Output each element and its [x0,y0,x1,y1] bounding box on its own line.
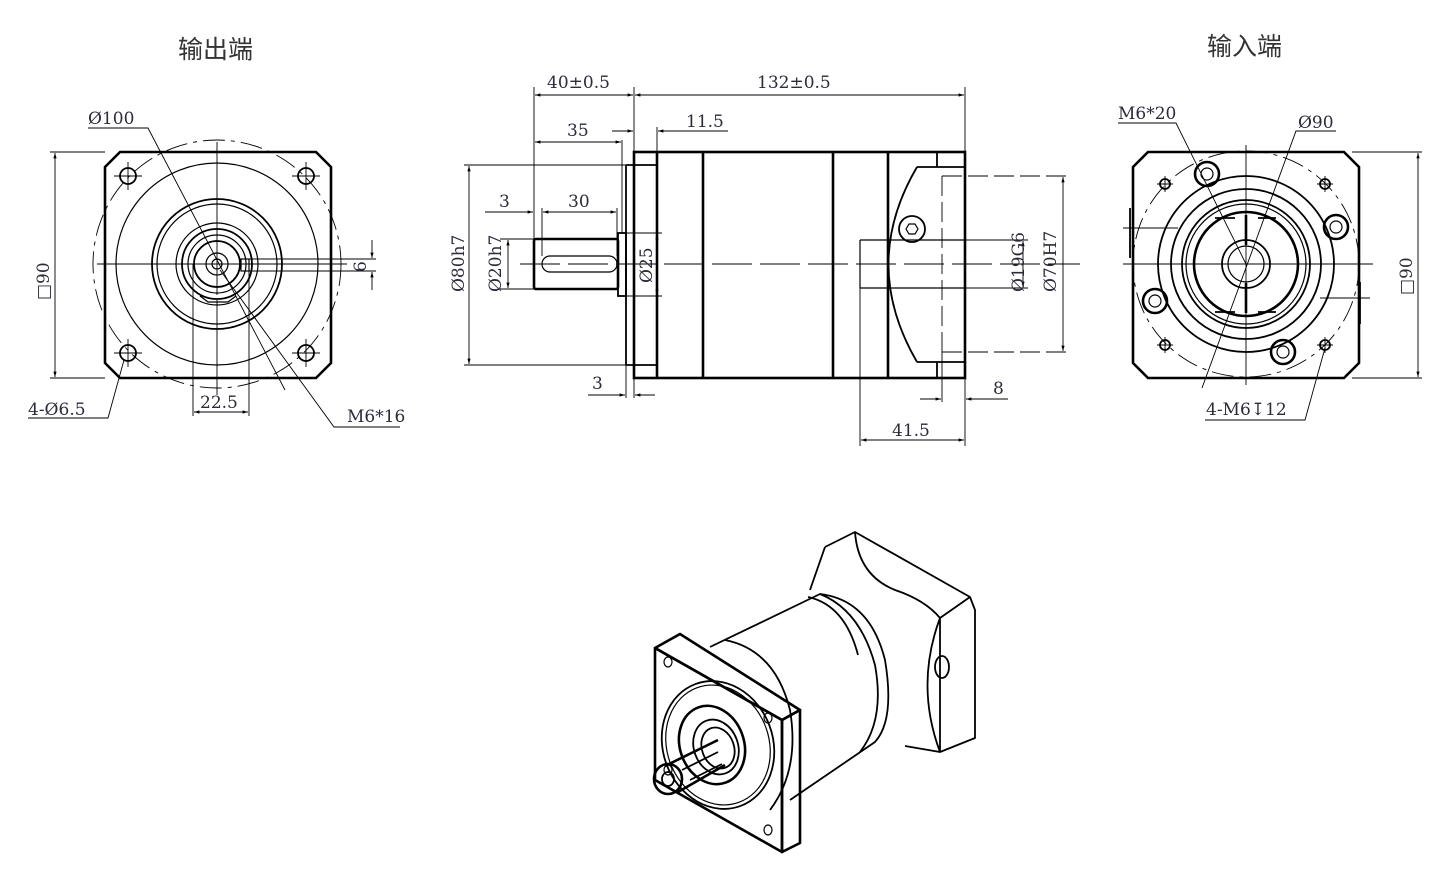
body-length-label: 132±0.5 [757,73,831,93]
output-square-label: □90 [34,262,54,300]
iso-output-flange [653,646,784,854]
key-span-label: 35 [567,121,589,141]
shaft-length-label: 40±0.5 [547,73,610,93]
tapped-holes-label: 4-M6↧12 [1206,400,1287,420]
title-input-end: 输入端 [1207,32,1282,61]
holes-label: 4-Ø6.5 [28,400,86,420]
pcd-label: Ø90 [1298,113,1334,133]
input-depth-label: 41.5 [892,421,930,441]
isometric-view [652,531,976,854]
input-square-label: □90 [1397,257,1417,295]
key-length-label: 30 [568,192,590,212]
output-flange-square [103,150,333,380]
flange-thickness-label: 11.5 [686,112,724,132]
pilot-depth-label: 3 [592,374,603,394]
key-offset-label: 22.5 [200,393,238,413]
input-bore-label: Ø19G6 [1009,232,1029,292]
side-view: 40±0.5 132±0.5 35 11.5 3 30 Ø80h7 Ø20h7 … [449,73,1080,446]
iso-shaft [664,738,726,794]
center-thread-label: M6*16 [347,407,405,427]
pilot-dia-label: Ø80h7 [449,235,469,292]
hex-bolt [1322,213,1350,241]
hex-bolt [1269,338,1297,366]
housing-outline [632,150,967,380]
mount-holes [114,162,320,367]
flange-dia-label: Ø100 [88,109,134,129]
key-start-label: 3 [499,192,510,212]
tapped-holes [1157,176,1333,353]
input-flange-square [1131,150,1361,380]
shoulder-dia-label: Ø25 [637,247,657,283]
hex-bolt [898,215,926,243]
hex-bolt [1141,287,1169,315]
input-end-view: □90 M6*20 Ø90 4-M6↧12 [1118,104,1422,421]
shaft-dia-label: Ø20h7 [486,235,506,292]
clamp-screw-label: M6*20 [1118,104,1176,124]
key-width-label: 6 [351,261,371,272]
input-pilot-label: Ø70H7 [1041,231,1061,292]
title-output-end: 输出端 [178,35,253,64]
output-end-view: □90 6 22.5 Ø100 4-Ø6.5 M6*16 [28,109,405,428]
hex-bolt [1193,160,1221,188]
input-recess-label: 8 [993,379,1004,399]
